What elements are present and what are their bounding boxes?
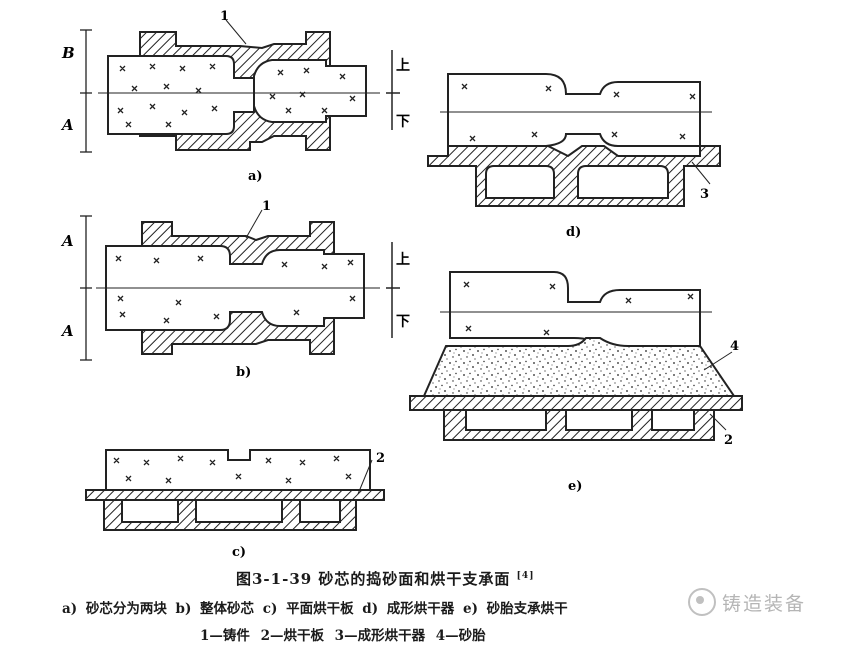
panel-d-shaped-drier: 3 d) — [427, 73, 721, 240]
core — [449, 271, 701, 347]
callout-leader — [691, 161, 711, 185]
core — [447, 73, 701, 147]
core-right — [253, 59, 367, 123]
figure-title-text: 图3-1-39 砂芯的捣砂面和烘干支承面 — [236, 570, 511, 588]
panel-a-two-piece-core: B A 上 下 1 a) — [60, 9, 410, 184]
wechat-logo-icon — [688, 588, 716, 616]
panel-c-flat-drying-plate: 2 c) — [85, 449, 385, 560]
core — [105, 449, 371, 491]
side-down-label: 下 — [396, 314, 410, 330]
panel-e-sand-bed-support: 4 2 e) — [409, 271, 743, 494]
callout-leader-sand — [703, 351, 733, 371]
core-marks — [115, 255, 356, 324]
callout-leader — [357, 459, 373, 495]
dim-label-bottom: A — [60, 116, 74, 134]
callout-leader-plate — [709, 413, 727, 431]
sand-bed — [422, 337, 736, 397]
panel-b-label: b) — [236, 365, 251, 380]
dim-label-top: B — [61, 44, 75, 62]
callout-leader — [225, 19, 247, 45]
dimension-left — [80, 29, 92, 153]
drying-plate — [409, 395, 743, 411]
side-marker — [386, 50, 400, 130]
panel-b-integral-core: A A 上 下 1 b) — [60, 199, 410, 380]
figure-title-ref: [4] — [516, 571, 535, 581]
shaped-drier — [427, 145, 721, 207]
callout-3: 3 — [700, 187, 709, 202]
core-left — [107, 55, 255, 135]
core-marks — [113, 455, 352, 484]
side-marker — [386, 242, 400, 338]
watermark-text: 铸造装备 — [722, 592, 807, 615]
plate-ribs — [103, 499, 357, 531]
panel-a-label: a) — [248, 169, 263, 184]
drier-openings — [485, 165, 669, 199]
dim-label-bottom: A — [60, 322, 74, 340]
side-up-label: 上 — [396, 58, 410, 74]
watermark: 铸造装备 — [688, 588, 806, 616]
callout-leader — [245, 209, 263, 239]
core-marks — [117, 63, 356, 128]
callout-2: 2 — [376, 451, 385, 466]
panel-e-label: e) — [568, 479, 582, 494]
core-marks — [461, 83, 696, 142]
figure-subcaption: a) 砂芯分为两块 b) 整体砂芯 c) 平面烘干板 d) 成形烘干器 e) 砂… — [62, 601, 568, 617]
panel-c-label: c) — [232, 545, 246, 560]
dimension-left — [80, 215, 92, 361]
figure-legend: 1—铸件 2—烘干板 3—成形烘干器 4—砂胎 — [200, 628, 486, 644]
callout-1: 1 — [220, 9, 229, 24]
plate-ribs — [443, 409, 715, 441]
callout-4: 4 — [730, 339, 739, 354]
side-up-label: 上 — [396, 252, 410, 268]
drying-plate — [85, 489, 385, 501]
core-marks — [463, 281, 694, 336]
side-down-label: 下 — [396, 114, 410, 130]
figure-title: 图3-1-39 砂芯的捣砂面和烘干支承面 [4] — [236, 568, 534, 589]
callout-1: 1 — [262, 199, 271, 214]
callout-2: 2 — [724, 433, 733, 448]
dim-label-top: A — [60, 232, 74, 250]
panel-d-label: d) — [566, 225, 581, 240]
